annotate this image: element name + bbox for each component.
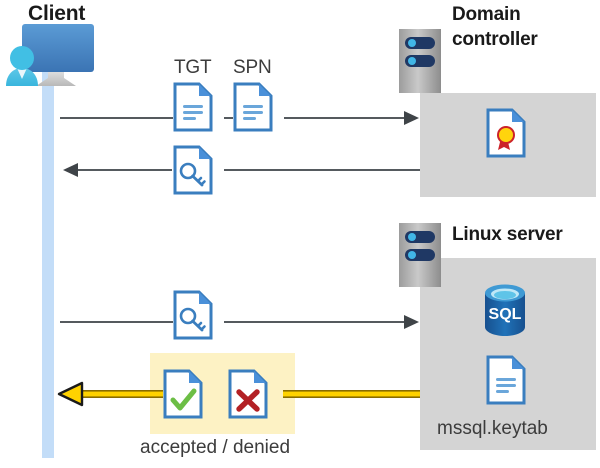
arrowhead-right-to-linux	[404, 315, 419, 329]
server-rack-icon-linux	[399, 223, 441, 287]
client-lifeline	[42, 72, 54, 458]
label-spn: SPN	[233, 57, 272, 78]
keytab-filename-label: mssql.keytab	[437, 418, 548, 439]
flow-dc-to-client-segment-left	[76, 169, 172, 171]
plain-document-icon-keytab	[486, 355, 526, 405]
server-rack-icon	[399, 29, 441, 93]
sql-label: SQL	[489, 306, 522, 323]
flow-client-to-linux-segment-left	[60, 321, 173, 323]
flow-client-to-linux-segment-right	[224, 321, 406, 323]
client-person-monitor-icon	[6, 24, 94, 86]
key-document-icon-request	[173, 290, 213, 340]
domain-controller-title-line2: controller	[452, 29, 538, 50]
key-document-icon-ticket	[173, 145, 213, 195]
flow-client-to-dc-segment-mid	[224, 117, 233, 119]
plain-document-icon-tgt	[173, 82, 213, 132]
domain-controller-title-line1: Domain	[452, 4, 521, 25]
accepted-check-document-icon	[163, 369, 203, 419]
page-title-domain-controller: Domain controller	[452, 2, 592, 52]
page-title-client: Client	[28, 2, 86, 25]
page-title-linux-server: Linux server	[452, 224, 563, 245]
arrowhead-left-to-client-ticket	[63, 163, 78, 177]
flow-client-to-dc-segment-left	[60, 117, 173, 119]
label-tgt: TGT	[174, 57, 212, 78]
flow-dc-to-client-segment-right	[224, 169, 420, 171]
accepted-denied-label: accepted / denied	[140, 437, 291, 458]
arrowhead-right-to-dc	[404, 111, 419, 125]
sql-database-icon: SQL	[485, 284, 525, 336]
plain-document-icon-spn	[233, 82, 273, 132]
flow-linux-to-client-gold-arrow	[57, 381, 420, 407]
flow-client-to-dc-segment-right	[284, 117, 406, 119]
certificate-document-icon	[486, 108, 526, 158]
denied-cross-document-icon	[228, 369, 268, 419]
